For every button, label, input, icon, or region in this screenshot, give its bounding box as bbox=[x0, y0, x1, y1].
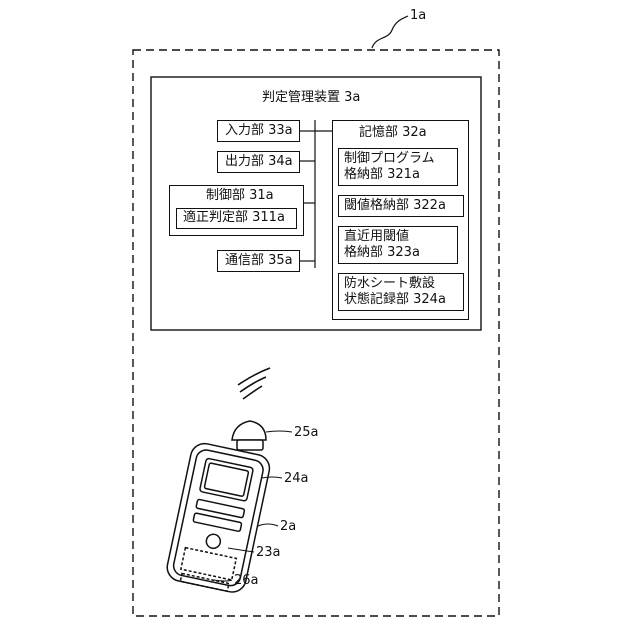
approx-threshold-box: 直近用閾値 格納部 323a bbox=[338, 226, 458, 264]
input-unit-box: 入力部 33a bbox=[217, 120, 300, 142]
input-unit-label: 入力部 33a bbox=[225, 123, 293, 139]
output-unit-label: 出力部 34a bbox=[225, 154, 293, 170]
label-1a: 1a bbox=[410, 8, 426, 23]
storage-unit-label: 記憶部 32a bbox=[359, 125, 427, 141]
storage-unit-box: 記憶部 32a 制御プログラム 格納部 321a 閾値格納部 322a 直近用閾… bbox=[332, 120, 469, 320]
program-storage-line2: 格納部 321a bbox=[344, 167, 420, 183]
sheet-record-box: 防水シート敷設 状態記録部 324a bbox=[338, 273, 464, 311]
leader-25a bbox=[266, 431, 292, 432]
judge-unit-label: 適正判定部 311a bbox=[183, 210, 285, 226]
wireless-signal-icon bbox=[238, 368, 270, 399]
sheet-record-line2: 状態記録部 324a bbox=[344, 292, 446, 308]
program-storage-box: 制御プログラム 格納部 321a bbox=[338, 148, 458, 186]
label-25a: 25a bbox=[294, 425, 319, 440]
handheld-device bbox=[165, 421, 272, 595]
leader-24a bbox=[262, 477, 282, 478]
leader-2a bbox=[258, 524, 278, 526]
label-24a: 24a bbox=[284, 471, 309, 486]
leader-1a bbox=[372, 16, 408, 48]
sensor-tip bbox=[232, 421, 266, 440]
threshold-storage-box: 閾値格納部 322a bbox=[338, 195, 464, 217]
approx-threshold-line1: 直近用閾値 bbox=[344, 229, 409, 245]
output-unit-box: 出力部 34a bbox=[217, 151, 300, 173]
comm-unit-box: 通信部 35a bbox=[217, 250, 300, 272]
label-26a: 26a bbox=[234, 573, 259, 588]
control-unit-label: 制御部 31a bbox=[206, 188, 274, 204]
threshold-storage-label: 閾値格納部 322a bbox=[344, 198, 446, 214]
control-unit-box: 制御部 31a 適正判定部 311a bbox=[169, 185, 304, 236]
sheet-record-line1: 防水シート敷設 bbox=[344, 276, 435, 292]
label-23a: 23a bbox=[256, 545, 281, 560]
program-storage-line1: 制御プログラム bbox=[344, 151, 435, 167]
comm-unit-label: 通信部 35a bbox=[225, 253, 293, 269]
label-2a: 2a bbox=[280, 519, 296, 534]
device-title: 判定管理装置 3a bbox=[262, 90, 360, 105]
judge-unit-box: 適正判定部 311a bbox=[176, 208, 297, 229]
approx-threshold-line2: 格納部 323a bbox=[344, 245, 420, 261]
